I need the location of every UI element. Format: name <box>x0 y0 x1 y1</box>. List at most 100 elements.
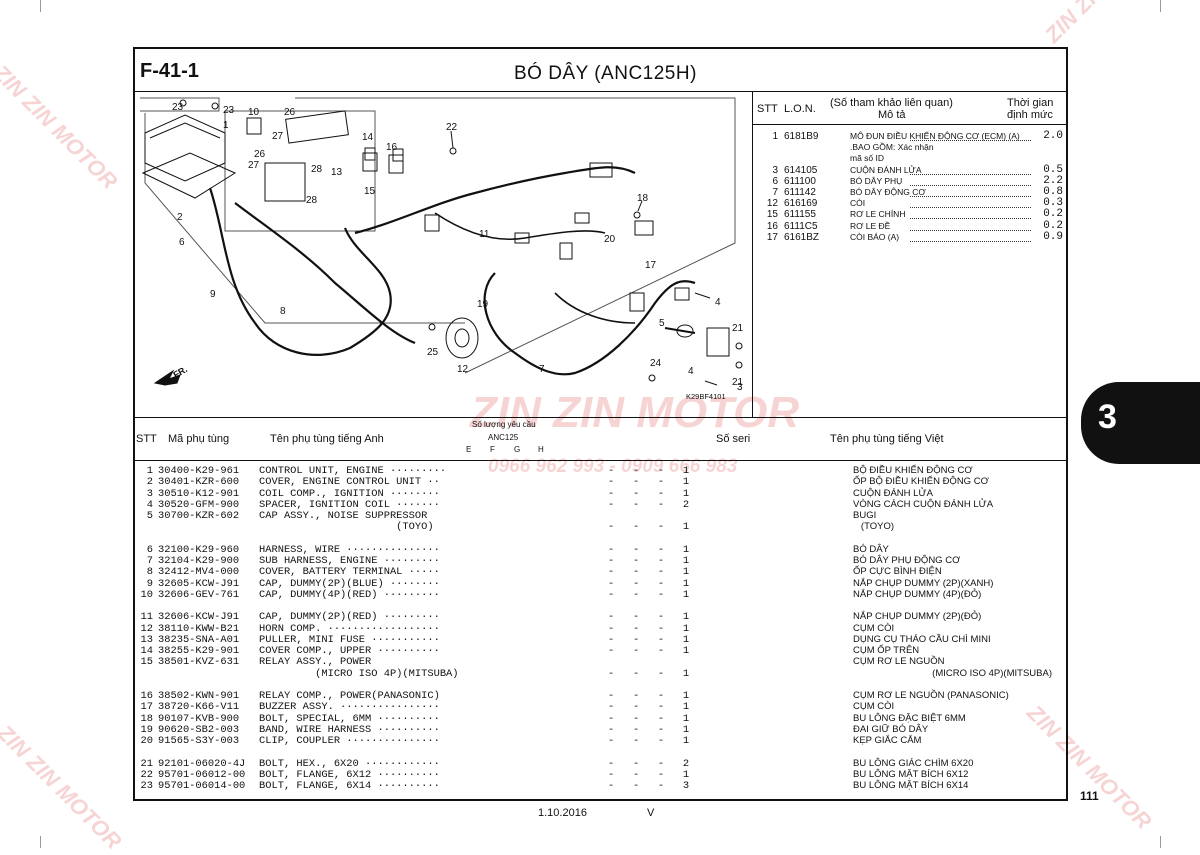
ref-desc: RƠ LE ĐỀ <box>850 220 891 231</box>
part-name-en: COVER COMP., UPPER ·········· <box>259 645 440 657</box>
part-number: 90107-KVB-900 <box>158 712 240 725</box>
parts-col-serial: Số seri <box>716 433 751 445</box>
parts-row: (TOYO)- - - 1 (TOYO) <box>138 521 1063 533</box>
part-number: 38110-KWW-B21 <box>158 622 240 635</box>
leader-dots <box>910 176 1031 186</box>
part-name-vn: CỤM CÒI <box>853 701 895 713</box>
callout-15: 15 <box>364 186 376 197</box>
ref-desc: mã số ID <box>850 153 885 164</box>
leader-dots <box>910 221 1031 231</box>
part-name-en: COVER, ENGINE CONTROL UNIT ·· <box>259 476 440 489</box>
part-qty: - - - 1 <box>608 543 690 556</box>
ref-desc: CÒI <box>850 198 866 209</box>
callout-23b: 23 <box>223 105 235 116</box>
ref-time: 2.0 <box>1043 130 1063 142</box>
part-name-vn: BÓ DÂY <box>853 543 889 555</box>
crop-mark-top-right <box>1160 0 1161 12</box>
callout-2: 2 <box>177 212 183 223</box>
callout-24: 24 <box>650 358 662 369</box>
part-name-vn: BÓ DÂY PHỤ ĐỘNG CƠ <box>853 555 961 566</box>
part-name-en: BOLT, SPECIAL, 6MM ·········· <box>259 712 440 725</box>
ref-stt: 17 <box>766 231 778 243</box>
ref-stt: 6 <box>772 175 778 187</box>
part-name-en: SUB HARNESS, ENGINE ········· <box>259 555 440 567</box>
part-name-vn: NẮP CHỤP DUMMY (4P)(ĐỎ) <box>853 588 982 600</box>
part-name-vn: DỤNG CỤ THÁO CẦU CHÌ MINI <box>853 633 991 645</box>
ref-desc: CUỘN ĐÁNH LỬA <box>850 164 922 175</box>
ref-desc: .BAO GỒM: Xác nhận <box>850 142 934 153</box>
part-stt: 20 <box>140 735 153 747</box>
ref-time: 0.3 <box>1043 197 1063 210</box>
watermark-brand-side-right: ZIN ZIN MOTOR <box>1040 0 1175 48</box>
ref-col-desc-2: Mô tả <box>878 109 906 121</box>
part-number: 30700-KZR-602 <box>158 510 240 522</box>
ref-col-time-1: Thời gian <box>1007 97 1054 109</box>
part-number: 38255-K29-901 <box>158 645 240 657</box>
part-name-vn: BU LÔNG MẶT BÍCH 6X14 <box>853 780 969 791</box>
ref-desc: RƠ LE CHÍNH <box>850 209 906 220</box>
ref-lon: 611142 <box>784 186 816 198</box>
part-qty: - - - 1 <box>608 735 690 747</box>
part-name-en: RELAY COMP., POWER(PANASONIC) <box>259 690 440 702</box>
part-qty: - - - 1 <box>608 712 690 725</box>
part-name-en: RELAY ASSY., POWER <box>259 656 372 669</box>
part-stt: 21 <box>140 757 153 770</box>
part-name-vn: BUGI <box>853 510 877 521</box>
callout-18: 18 <box>637 193 649 204</box>
part-number: 32606-KCW-J91 <box>158 611 240 624</box>
crop-mark-bottom-right <box>1160 836 1161 848</box>
ref-time: 0.2 <box>1043 219 1063 232</box>
part-name-vn: (TOYO) <box>853 521 894 533</box>
part-number: 32606-GEV-761 <box>158 588 240 601</box>
callout-11: 11 <box>479 229 490 240</box>
ref-time: 0.2 <box>1043 208 1063 221</box>
part-name-en: SPACER, IGNITION COIL ······· <box>259 498 440 511</box>
callout-8: 8 <box>280 306 286 317</box>
leader-dots <box>910 165 1031 175</box>
footer-date: 1.10.2016 <box>538 807 587 819</box>
ref-stt: 15 <box>766 209 778 221</box>
callout-27b: 27 <box>248 160 260 171</box>
divider-top <box>133 91 1068 92</box>
part-stt: 22 <box>140 768 153 781</box>
callout-26b: 26 <box>254 149 266 160</box>
ref-lon: 6181B9 <box>784 131 819 142</box>
part-stt: 2 <box>146 476 153 489</box>
ref-desc: CÒI BÁO (A) <box>850 231 900 242</box>
part-qty: - - - 1 <box>608 476 690 489</box>
part-number: 30510-K12-901 <box>158 487 240 500</box>
callout-7: 7 <box>539 364 545 375</box>
part-name-en: HARNESS, WIRE ··············· <box>259 543 440 556</box>
part-qty: - - - 1 <box>608 701 690 714</box>
ref-lon: 616169 <box>784 198 818 210</box>
part-stt: 9 <box>146 577 153 590</box>
part-stt: 17 <box>140 701 153 714</box>
part-name-vn: CUỘN ĐÁNH LỬA <box>853 487 933 499</box>
part-stt: 19 <box>140 723 153 736</box>
watermark-brand-bottom-left: ZIN ZIN MOTOR <box>0 720 127 855</box>
callout-21: 21 <box>732 323 744 334</box>
callout-22: 22 <box>446 122 458 133</box>
part-qty: - - - 1 <box>608 588 690 601</box>
part-name-en: BUZZER ASSY. ················ <box>259 701 440 714</box>
part-stt: 7 <box>146 555 153 567</box>
part-name-en: BOLT, HEX., 6X20 ············ <box>259 757 440 770</box>
part-name-vn: BU LÔNG MẶT BÍCH 6X12 <box>853 768 969 780</box>
divider-middle <box>133 417 1068 418</box>
callout-14: 14 <box>362 132 374 143</box>
parts-col-e: E <box>466 445 472 454</box>
part-stt: 13 <box>140 633 153 646</box>
part-name-en: COIL COMP., IGNITION ········ <box>259 487 440 500</box>
part-number: 38235-SNA-A01 <box>158 633 240 646</box>
callout-26: 26 <box>284 107 296 118</box>
part-qty: - - - 1 <box>608 611 690 624</box>
